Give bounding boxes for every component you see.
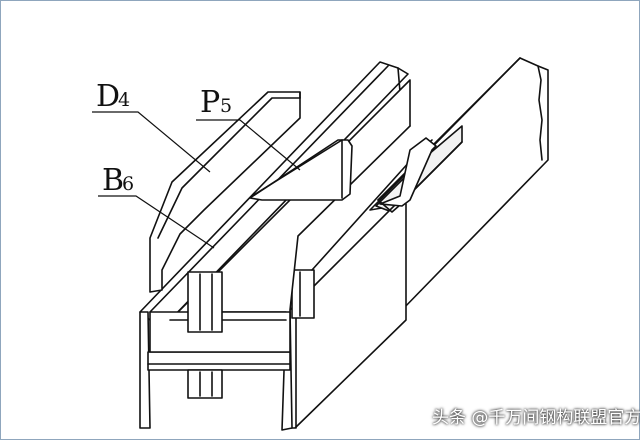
- bottom-web-plate: [147, 351, 291, 371]
- front-stiffener-upper: [187, 271, 223, 333]
- bottom-flange: [139, 311, 151, 429]
- front-stiffener-lower: [187, 369, 223, 399]
- right-beam-web-edge: [377, 57, 521, 201]
- middle-slot-plate: [379, 137, 437, 207]
- leader-p5: [196, 119, 301, 171]
- left-angled-plate-edge: [157, 97, 301, 239]
- left-angled-plate: [149, 91, 301, 293]
- label-d4-letter: D: [96, 79, 120, 114]
- right-beam-stiffener: [291, 269, 315, 319]
- label-b6-letter: B: [102, 163, 124, 198]
- label-p5-sub: 5: [220, 95, 232, 117]
- label-p5-letter: P: [200, 85, 220, 120]
- label-p5: P 5: [200, 85, 232, 120]
- beam-drawing: [139, 57, 549, 431]
- right-beam-far-edge: [537, 65, 543, 161]
- leader-b6: [98, 195, 215, 249]
- leader-lines: [92, 111, 301, 249]
- label-b6-sub: 6: [122, 173, 134, 195]
- label-b6: B 6: [102, 163, 134, 198]
- p5-plate: [249, 139, 353, 201]
- leader-d4: [92, 111, 211, 173]
- watermark-text: 头条 @千万间钢构联盟官方: [432, 408, 640, 428]
- label-d4: D 4: [96, 79, 130, 114]
- label-d4-sub: 4: [118, 89, 130, 111]
